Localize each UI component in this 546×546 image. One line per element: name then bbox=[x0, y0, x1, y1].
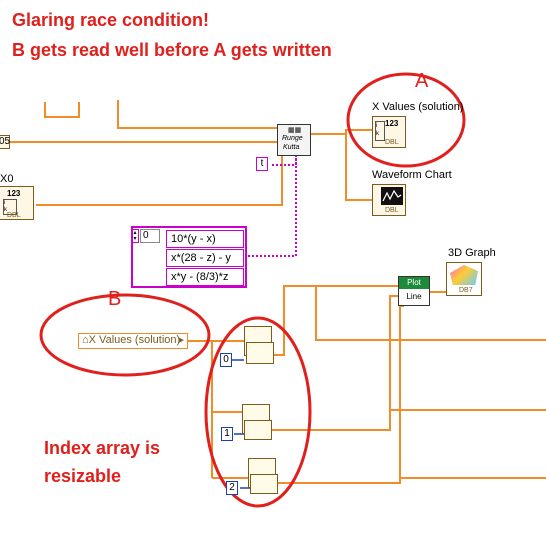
graph3d-label: 3D Graph bbox=[448, 247, 496, 259]
graph3d-type: DB7 bbox=[459, 287, 473, 294]
x-values-local-variable[interactable]: ⌂X Values (solution)▸ bbox=[78, 333, 188, 349]
x-values-digits: 123 bbox=[385, 119, 399, 128]
plot-line-node[interactable]: Plot Line bbox=[398, 276, 430, 306]
annotation-race-title: Glaring race condition! bbox=[12, 10, 210, 30]
waveform-trace-icon bbox=[382, 189, 402, 202]
wire-idx2-out bbox=[278, 305, 404, 484]
graph3d-indicator[interactable]: DB7 bbox=[446, 262, 482, 296]
waveform-chart-label: Waveform Chart bbox=[372, 169, 452, 181]
index-const-1[interactable]: 1 bbox=[221, 427, 233, 441]
x0-digits: 123 bbox=[7, 189, 21, 198]
partial-structure-top bbox=[44, 102, 80, 118]
runge-kutta-line1: Runge bbox=[282, 135, 303, 142]
waveform-chart-type: DBL bbox=[385, 207, 399, 214]
wire-rk-to-waveform bbox=[345, 134, 372, 201]
x0-label: X0 bbox=[0, 173, 14, 185]
index-array-1-b[interactable] bbox=[244, 420, 272, 440]
equation-item-2[interactable]: x*y - (8/3)*z bbox=[166, 268, 244, 286]
waveform-chart-icon bbox=[381, 187, 403, 205]
index-const-2[interactable]: 2 bbox=[226, 481, 238, 495]
x0-type: DBL bbox=[7, 212, 21, 219]
x-values-type: DBL bbox=[385, 139, 399, 146]
wire-equations-to-rk bbox=[244, 155, 297, 257]
wire-rk-to-t bbox=[270, 155, 297, 166]
wire-idx0-out bbox=[274, 285, 404, 356]
index-const-0[interactable]: 0 bbox=[220, 353, 232, 367]
index-array-0-b[interactable] bbox=[246, 342, 274, 364]
wire-x0-to-rk bbox=[36, 155, 283, 206]
annotation-resize-line2: resizable bbox=[44, 466, 122, 486]
annotation-race-subtitle: B gets read well before A gets written bbox=[12, 40, 332, 60]
wire-top-loop bbox=[117, 100, 278, 129]
cut-constant[interactable]: 05 bbox=[0, 135, 11, 149]
graph3d-icon bbox=[450, 265, 478, 285]
ellipse-index bbox=[204, 316, 312, 508]
index-array-2-b[interactable] bbox=[250, 474, 278, 494]
runge-kutta-vi[interactable]: ▦▦ Runge Kutta bbox=[277, 124, 311, 156]
x-values-label: X Values (solution) bbox=[372, 101, 464, 113]
wire-rk-to-xvalues bbox=[310, 129, 372, 135]
equation-item-1[interactable]: x*(28 - z) - y bbox=[166, 249, 244, 267]
local-variable-home-icon: ⌂ bbox=[82, 334, 89, 346]
plot-line-bottom: Line bbox=[406, 292, 422, 301]
equations-index-arrows[interactable]: ▴▾ bbox=[131, 229, 139, 243]
local-variable-label: X Values (solution) bbox=[88, 334, 181, 346]
equations-index[interactable]: 0 bbox=[140, 229, 160, 243]
t-terminal[interactable]: t bbox=[256, 157, 268, 171]
annotation-letter-b: B bbox=[108, 288, 122, 310]
wire-idx0-down bbox=[315, 286, 546, 341]
wire-idx1-out bbox=[272, 295, 404, 431]
plot-line-top: Plot bbox=[399, 277, 429, 289]
local-variable-arrow-icon: ▸ bbox=[178, 334, 184, 346]
t-label: t bbox=[260, 158, 264, 169]
runge-kutta-icon: ▦▦ bbox=[288, 127, 302, 134]
waveform-chart-indicator[interactable]: DBL bbox=[372, 184, 406, 216]
equation-item-0[interactable]: 10*(y - x) bbox=[166, 230, 244, 248]
runge-kutta-line2: Kutta bbox=[283, 144, 300, 151]
ellipse-a bbox=[346, 72, 466, 168]
ellipse-b bbox=[39, 293, 211, 377]
annotation-letter-a: A bbox=[415, 70, 429, 92]
annotation-resize-line1: Index array is bbox=[44, 438, 161, 458]
